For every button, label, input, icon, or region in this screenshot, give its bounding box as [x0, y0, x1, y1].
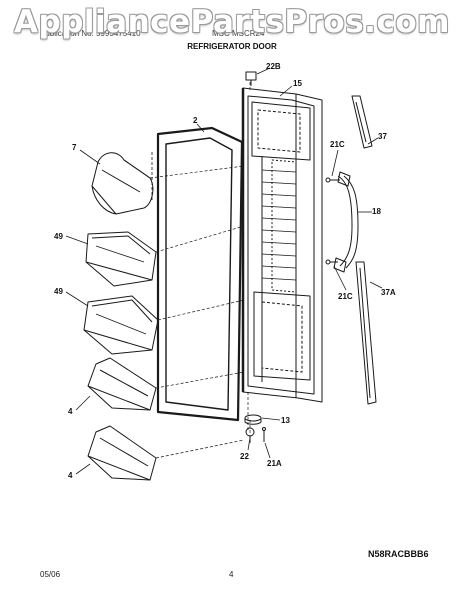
door-liner-ribs: [261, 169, 297, 281]
model-series: MSC MSCR24: [212, 29, 265, 38]
top-screw-22b: [245, 71, 257, 86]
trim-strip-upper-37: [351, 95, 373, 149]
callout-2: 2: [193, 116, 198, 125]
callout-49-upper: 49: [54, 232, 63, 241]
door-handle-18: [333, 171, 359, 273]
hinge-bushing-13: [244, 414, 262, 425]
model-code: N58RACBBB6: [368, 549, 429, 559]
callout-4-upper: 4: [68, 407, 73, 416]
callout-37a: 37A: [381, 288, 396, 297]
handle-screw-lower-21c: [325, 259, 338, 265]
callout-21c-lower: 21C: [338, 292, 353, 301]
callout-49-lower: 49: [54, 287, 63, 296]
can-holder-part: [91, 152, 154, 215]
callout-22b: 22B: [266, 62, 281, 71]
door-bin-upper-49: [85, 231, 157, 287]
footer-date: 05/06: [40, 570, 61, 579]
callout-37: 37: [378, 132, 387, 141]
footer-page-number: 4: [229, 570, 234, 579]
watermark: AppliancePartsPros.com: [14, 4, 450, 40]
callout-22: 22: [240, 452, 249, 461]
callout-labels: 22B 15 2 7 37 21C 49 18 49 21C 37A 4 13 …: [54, 62, 396, 480]
door-gasket-part: [156, 126, 244, 422]
leader-lines: [65, 67, 383, 475]
diagram-title: REFRIGERATOR DOOR: [187, 42, 277, 51]
callout-21c-upper: 21C: [330, 140, 345, 149]
callout-4-lower: 4: [68, 471, 73, 480]
handle-screw-upper-21c: [325, 177, 340, 183]
door-bin-lower-49: [83, 295, 159, 355]
publication-number: Publication No. 5995475410: [40, 29, 141, 38]
callout-13: 13: [281, 416, 290, 425]
callout-21a: 21A: [267, 459, 282, 468]
bottom-screw-21a: [262, 427, 266, 442]
door-shell-part: [241, 87, 323, 403]
callout-18: 18: [372, 207, 381, 216]
callout-7: 7: [72, 143, 77, 152]
door-bin-lower-4: [87, 425, 157, 481]
trim-strip-lower-37a: [355, 261, 377, 405]
door-bin-upper-4: [87, 357, 157, 411]
callout-15: 15: [293, 79, 302, 88]
